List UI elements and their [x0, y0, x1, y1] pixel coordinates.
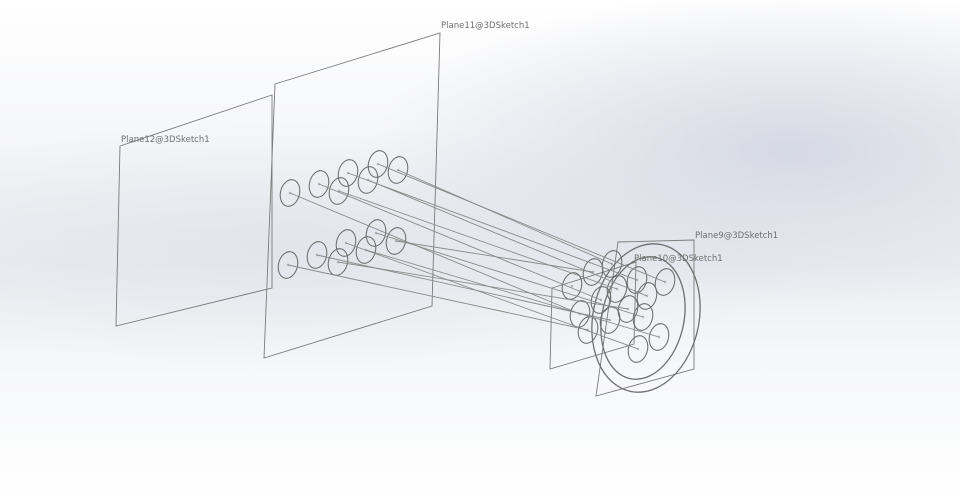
- right-profile-circle-7[interactable]: [625, 265, 650, 296]
- inner-ring[interactable]: [590, 249, 696, 387]
- sweep-path-9[interactable]: [316, 254, 611, 321]
- sweep-path-6[interactable]: [377, 163, 666, 283]
- left-profile-circle-2[interactable]: [307, 169, 332, 200]
- right-profile-circle-11[interactable]: [635, 281, 660, 312]
- right-profile-rings: [579, 234, 714, 403]
- sweep-path-8[interactable]: [287, 264, 589, 331]
- right-profile-circle-5[interactable]: [589, 285, 614, 316]
- plane12-outline[interactable]: [115, 94, 273, 327]
- left-profile-circle-1[interactable]: [278, 178, 303, 209]
- plane12-label[interactable]: Plane12@3DSketch1: [121, 135, 210, 145]
- plane11-outline[interactable]: [263, 32, 441, 359]
- outer-ring[interactable]: [579, 234, 714, 403]
- plane10-label[interactable]: Plane10@3DSketch1: [634, 254, 723, 264]
- sweep-path-3[interactable]: [338, 190, 618, 290]
- sweep-path-4[interactable]: [347, 172, 638, 281]
- right-profile-circle-15[interactable]: [631, 302, 656, 333]
- right-profile-circle-13[interactable]: [626, 334, 651, 365]
- sweep-path-11[interactable]: [345, 242, 639, 350]
- right-profile-circle-6[interactable]: [605, 274, 630, 305]
- left-profile-circle-13[interactable]: [364, 218, 389, 249]
- left-profile-circle-4[interactable]: [336, 158, 361, 189]
- plane9-outline[interactable]: [595, 239, 695, 397]
- sweep-paths: [287, 163, 666, 350]
- left-profile-circle-11[interactable]: [334, 228, 359, 259]
- left-profile-circle-5[interactable]: [356, 165, 381, 196]
- right-profile-circle-3[interactable]: [600, 249, 625, 280]
- left-profile-circle-6[interactable]: [366, 149, 391, 180]
- sweep-path-14[interactable]: [395, 240, 594, 273]
- sweep-path-13[interactable]: [375, 232, 644, 318]
- sweep-path-7[interactable]: [397, 169, 613, 265]
- right-profile-circle-12[interactable]: [653, 267, 678, 298]
- left-profile-circle-7[interactable]: [386, 155, 411, 186]
- plane9-label[interactable]: Plane9@3DSketch1: [695, 231, 778, 241]
- plane10-outline[interactable]: [549, 261, 637, 370]
- sweep-path-12[interactable]: [365, 249, 660, 338]
- right-profile-circle-10[interactable]: [616, 294, 641, 325]
- right-circle-grid: [561, 249, 678, 365]
- sweep-path-10[interactable]: [337, 261, 629, 310]
- right-center-mark-1: [570, 284, 574, 288]
- sweep-path-2[interactable]: [318, 183, 602, 301]
- sweep-path-5[interactable]: [367, 179, 648, 297]
- plane-group-left: [115, 32, 695, 397]
- left-profile-circle-14[interactable]: [384, 226, 409, 257]
- plane11-label[interactable]: Plane11@3DSketch1: [441, 21, 530, 31]
